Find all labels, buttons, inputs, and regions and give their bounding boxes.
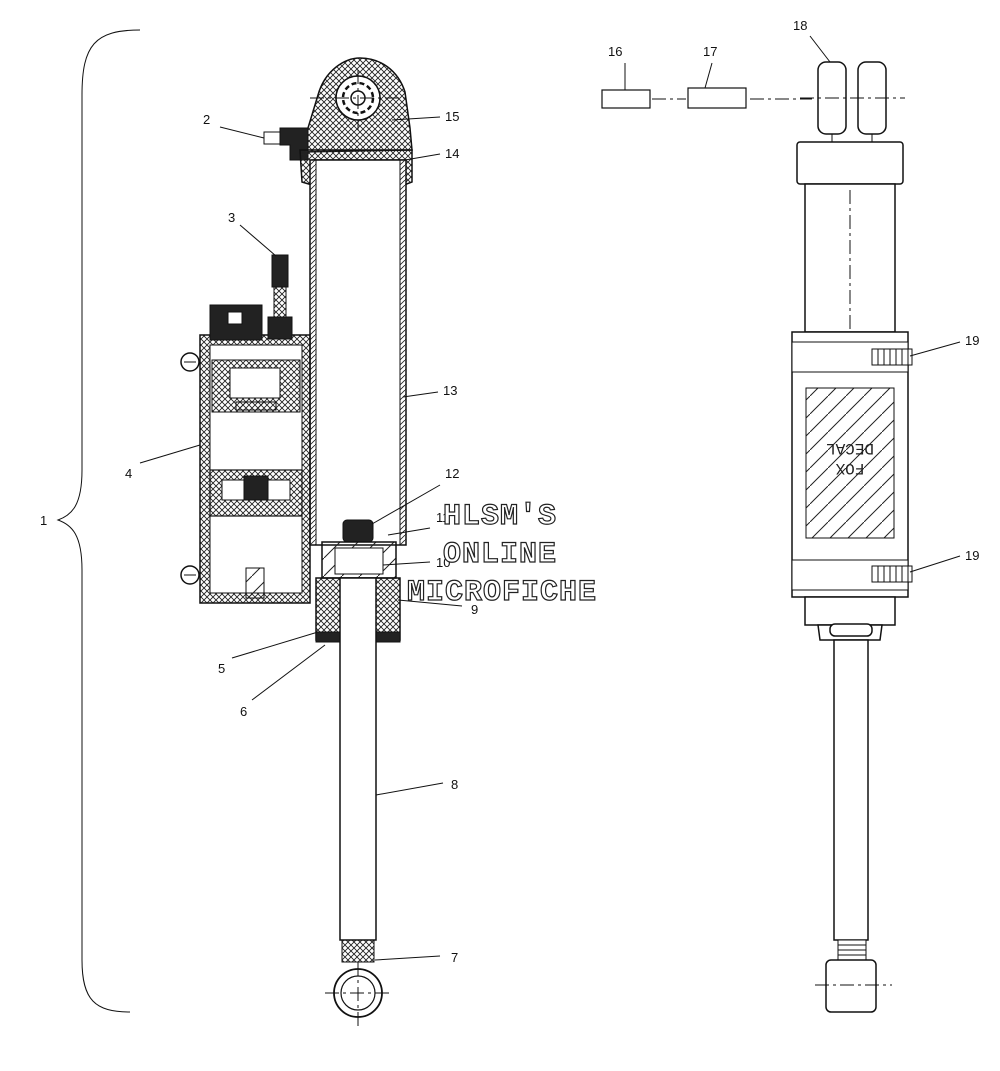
callout-11: 11 — [436, 510, 450, 525]
adjuster-base — [267, 316, 293, 340]
callout-5: 5 — [218, 661, 225, 676]
callout-19-bottom: 19 — [965, 548, 979, 563]
callout-17: 17 — [703, 44, 717, 59]
decal-text-fox: FOX — [835, 459, 864, 477]
bushing-17 — [687, 87, 747, 109]
callout-18: 18 — [793, 18, 807, 33]
callout-1: 1 — [40, 513, 47, 528]
shock-body-wall-left — [309, 159, 317, 546]
watermark: HLSM'S ONLINE MICROFICHE — [406, 499, 597, 610]
callout-3: 3 — [228, 210, 235, 225]
clevis-base — [796, 141, 904, 185]
callout-labels: 1 2 3 4 5 6 7 8 9 10 11 12 13 14 15 16 1… — [40, 18, 979, 965]
callout-12: 12 — [445, 466, 459, 481]
callout-14: 14 — [445, 146, 459, 161]
callout-9: 9 — [471, 602, 478, 617]
callout-4: 4 — [125, 466, 132, 481]
callout-7: 7 — [451, 950, 458, 965]
shock-body-wall-right — [399, 159, 407, 546]
callout-15: 15 — [445, 109, 459, 124]
tie-strap-top — [871, 348, 913, 366]
decal-text-decal: DECAL — [826, 439, 874, 457]
leader-lines — [139, 35, 961, 961]
floating-piston-hub — [243, 475, 269, 501]
callout-2: 2 — [203, 112, 210, 127]
hose-fitting-tip — [263, 131, 281, 145]
exterior-shaft — [833, 639, 869, 941]
rod-nut — [342, 519, 374, 543]
watermark-line-2: ONLINE — [443, 538, 557, 572]
tie-strap-bottom — [871, 565, 913, 583]
callout-16: 16 — [608, 44, 622, 59]
callout-10: 10 — [436, 555, 450, 570]
assembly-brace — [56, 29, 141, 1013]
exterior-lower-body — [804, 596, 896, 626]
exterior-bottom-eye — [825, 959, 877, 1013]
piston-shim — [334, 547, 384, 575]
bushing-16 — [601, 89, 651, 109]
reservoir-valve-disc — [235, 401, 277, 411]
watermark-line-3: MICROFICHE — [407, 576, 597, 610]
callout-6: 6 — [240, 704, 247, 719]
adjuster-stem — [273, 286, 287, 318]
shock-section-view — [180, 57, 413, 1028]
watermark-line-1: HLSM'S — [443, 500, 557, 534]
shaft-thread — [341, 939, 375, 963]
reservoir-schrader — [245, 567, 265, 599]
callout-13: 13 — [443, 383, 457, 398]
fox-decal-panel — [805, 387, 895, 539]
reservoir-cap-notch — [227, 311, 243, 325]
adjuster-knob — [271, 254, 289, 288]
callout-8: 8 — [451, 777, 458, 792]
shock-body-tube — [309, 159, 407, 546]
shaft — [339, 577, 377, 941]
bumper-collar — [829, 623, 873, 637]
callout-19-top: 19 — [965, 333, 979, 348]
shock-exterior-view — [601, 61, 913, 1013]
reservoir-valve-core — [229, 367, 281, 399]
